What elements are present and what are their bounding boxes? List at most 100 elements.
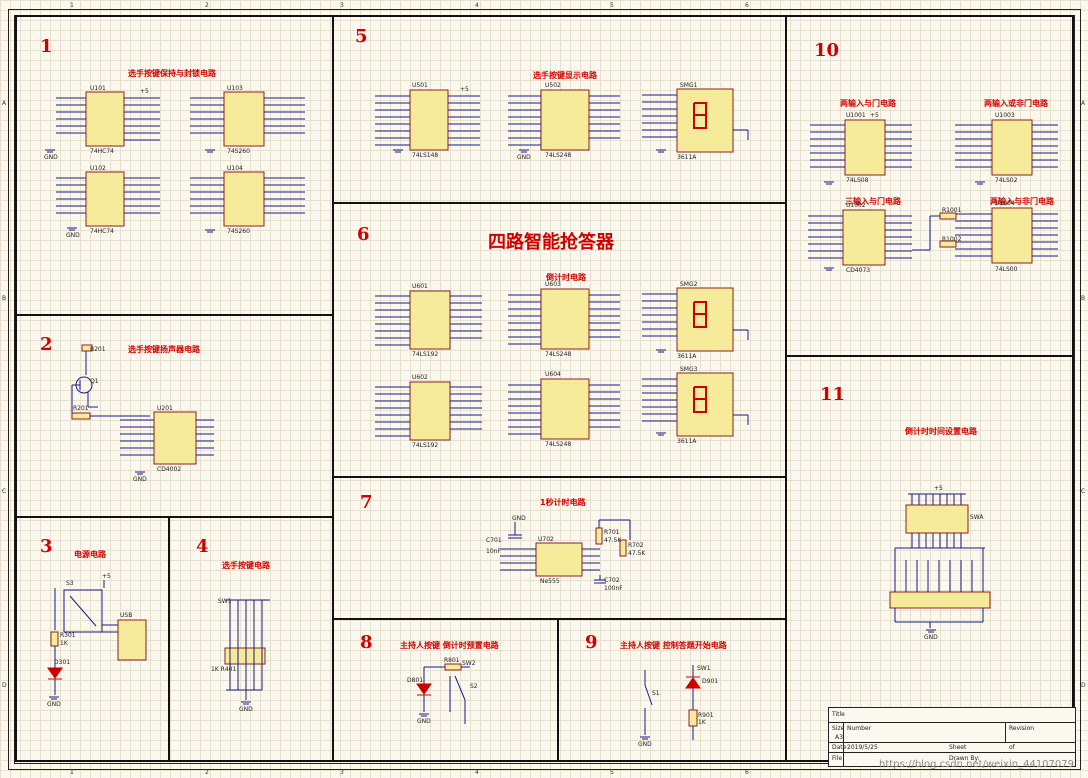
title-block-revision: Revision [1009,725,1035,732]
r901-value: 1K [698,719,706,726]
section-6-number: 6 [357,224,370,245]
gnd-label-s2: GND [133,476,147,483]
r801-label: R801 [444,657,460,664]
d301-label: D301 [54,659,71,666]
gnd-label-s3: GND [47,701,61,708]
u602-part: 74LS192 [412,442,439,449]
ruler-col-3: 3 [340,2,344,9]
u101-part: 74HC74 [90,148,114,155]
title-block-of: of [1009,744,1015,751]
sw1b-label: SW1 [697,665,711,672]
smg2-part: 3611A [677,353,697,360]
buzzer-label: B201 [90,346,106,353]
r701-value: 47.5K [604,537,622,544]
u601-ref: U601 [412,283,428,290]
ruler-row-c-right: C [1081,488,1086,495]
ne555-circuit [500,519,631,584]
u603-part: 74LS248 [545,351,572,358]
u1003-part: 74LS02 [995,177,1018,184]
section-10-title-and3: 三输入与门电路 [845,197,901,206]
section-3-number: 3 [40,536,53,557]
ruler-row-c: C [2,488,7,495]
r901-label: R901 [698,712,714,719]
gnd-label-s8: GND [417,718,431,725]
section-10-title-nor2: 两输入或非门电路 [984,99,1048,108]
u604-ref: U604 [545,371,561,378]
title-block: Title Size A3 Number Revision Date 2019/… [828,707,1076,767]
u201-part: CD4002 [157,466,182,473]
section-11-title: 倒计时时间设置电路 [905,427,977,436]
u1001-ref: U1001 [846,112,866,119]
u1001-part: 74LS08 [846,177,869,184]
ruler-col-5-bottom: 5 [610,769,614,776]
s2-label: S2 [470,683,478,690]
u501-ref: U501 [412,82,428,89]
c702-value: 100nF [604,585,623,592]
title-block-file: File [832,755,843,762]
u501-chip [375,89,480,151]
u702-part: Ne555 [540,578,560,585]
power-circuit [47,580,147,695]
vcc-label-s10: +5 [870,112,879,119]
ruler-row-b-right: B [1081,295,1086,302]
title-block-date: Date [832,744,847,751]
swa-label: SWA [970,514,984,521]
u501-part: 74LS148 [412,152,439,159]
gnd-label-s7: GND [512,515,526,522]
u1004-ref: U1004 [995,200,1015,207]
watermark: https://blog.csdn.net/weixin_44107079 [878,759,1074,770]
c701-label: C701 [486,537,502,544]
u201-ref: U201 [157,405,173,412]
u1004-chip [912,207,1058,264]
section-11-number: 11 [820,384,846,405]
section-5-title: 选手按键显示电路 [533,71,597,80]
section-6-title: 倒计时电路 [546,273,586,282]
vcc-label-s1: +5 [140,88,149,95]
section-7-title: 1秒计时电路 [540,498,586,507]
vcc-label-s3: +5 [102,573,111,580]
u101-ref: U101 [90,85,106,92]
u502-ref: U502 [545,82,561,89]
u102-chip [56,171,160,227]
r1001-label: R1001 [942,207,962,214]
r301-value: 1K [60,640,68,647]
u103-chip [190,91,305,147]
section-8-number: 8 [360,632,373,653]
ruler-col-3-bottom: 3 [340,769,344,776]
u102-part: 74HC74 [90,228,114,235]
gnd-label-s1b: GND [66,232,80,239]
title-block-number: Number [847,725,872,732]
u502-part: 74LS248 [545,152,572,159]
section-8-title: 主持人按键 倒计时预置电路 [400,641,499,650]
ruler-row-d: D [2,682,7,689]
u1001-chip [810,119,912,176]
gnd-label-s4: GND [239,706,253,713]
diagram-title: 四路智能抢答器 [488,232,614,253]
r301-label: R301 [60,632,76,639]
u104-chip [190,171,305,227]
r701-label: R701 [604,529,620,536]
s3-label: S3 [66,580,74,587]
seven-segment-glyphs [693,102,707,413]
title-block-size: Size [832,725,845,732]
section-9-number: 9 [585,632,598,653]
u603-ref: U603 [545,281,561,288]
q1-label: Q1 [90,378,99,385]
player-key-circuit [224,599,270,700]
u602-chip [375,381,482,441]
title-block-drawn: Drawn By: [949,755,980,762]
ruler-row-a: A [2,100,7,107]
ruler-row-b: B [2,295,7,302]
section-4-title: 选手按键电路 [222,561,270,570]
c702-label: C702 [604,577,620,584]
section-7-number: 7 [360,492,373,513]
u1002-part: CD4073 [846,267,871,274]
ruler-col-6: 6 [745,2,749,9]
u1002-ref: U1002 [846,202,866,209]
u101-chip [56,91,160,147]
d901-label: D901 [702,678,719,685]
section-10-number: 10 [814,40,840,61]
section-10-title-nand2: 两输入与非门电路 [990,197,1054,206]
u604-part: 74LS248 [545,441,572,448]
u502-chip [508,89,620,151]
